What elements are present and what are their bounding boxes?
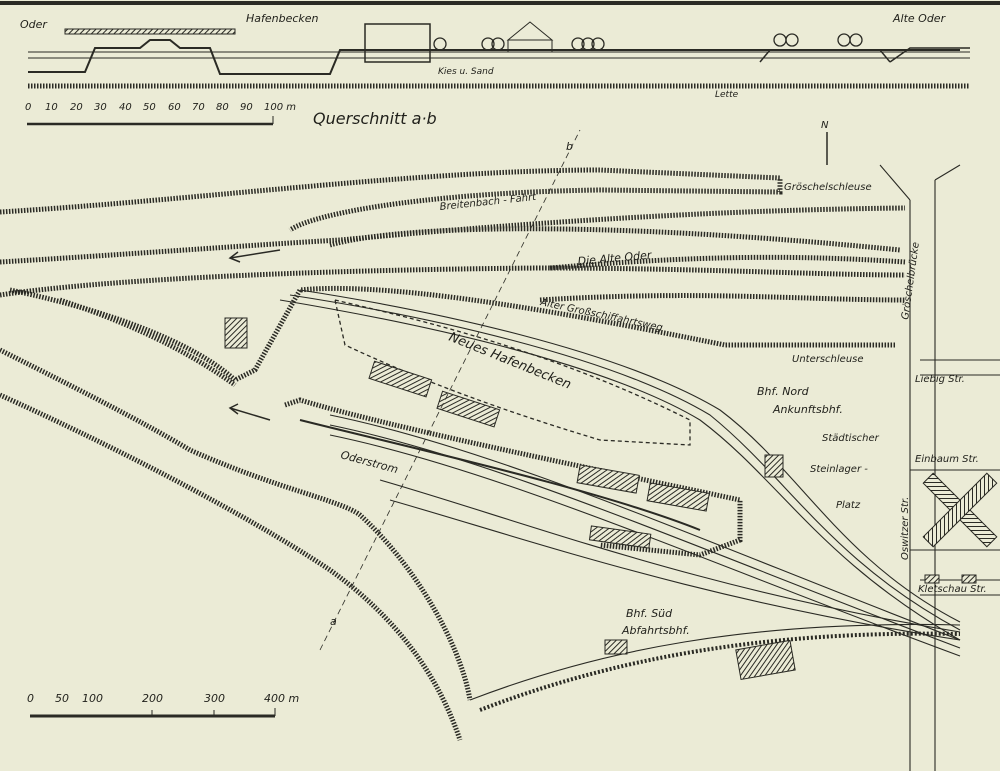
scale-tick: 0 (25, 102, 31, 113)
scale-tick: 0 (27, 692, 34, 705)
label-oderstrom: Oderstrom (339, 448, 399, 476)
label-unterschleuse: Unterschleuse (792, 354, 864, 365)
label-alte-oder: Alte Oder (892, 12, 947, 25)
scale-tick: 40 (119, 102, 132, 113)
scale-tick: 200 (142, 692, 163, 705)
label-bhf-sued: Bhf. Süd (626, 607, 673, 620)
label-alte-oder-river: Die Alte Oder (577, 248, 653, 268)
label-bhf-nord: Bhf. Nord (757, 385, 810, 398)
section-mark-b: b (566, 140, 573, 153)
north-arrow: N (821, 120, 829, 165)
map-scale: 0 50 100 200 300 400 m (27, 692, 299, 718)
scale-tick: 80 (216, 102, 229, 113)
section-line (319, 129, 581, 651)
scale-tick: 90 (240, 102, 253, 113)
label-oder: Oder (20, 18, 48, 31)
label-einbaum-str: Einbaum Str. (915, 454, 979, 465)
cross-section-title: Querschnitt a·b (313, 109, 437, 128)
scale-tick: 400 m (264, 692, 299, 705)
label-grossschiffahrtsweg: Alter Großschiffahrtsweg (538, 297, 663, 334)
label-kletschau-str: Kletschau Str. (918, 584, 987, 595)
scale-tick: 100 (82, 692, 103, 705)
scale-tick: 20 (70, 102, 83, 113)
label-liebig-str: Liebig Str. (915, 374, 965, 385)
label-groeschelbruecke: Gröschelbrücke (900, 241, 922, 320)
buildings (224, 317, 998, 681)
scale-tick: 50 (55, 692, 69, 705)
scale-tick: 70 (192, 102, 205, 113)
scale-tick: 60 (168, 102, 181, 113)
flow-arrows (228, 249, 281, 421)
label-oswitzer-str: Oswitzer Str. (900, 497, 911, 560)
label-staedtischer: Städtischer (822, 433, 880, 444)
label-kies-sand: Kies u. Sand (438, 67, 494, 77)
scale-tick: 50 (143, 102, 156, 113)
label-steinlager: Steinlager - (810, 464, 868, 475)
label-ankunftsbhf: Ankunftsbhf. (772, 403, 843, 416)
scale-tick: 30 (94, 102, 107, 113)
scale-tick: 10 (45, 102, 58, 113)
rail-tracks (279, 164, 1000, 771)
label-platz: Platz (836, 500, 861, 511)
cross-section: Oder Hafenbecken Kies u. Sand Lette Alte… (0, 1, 1000, 128)
label-groeschelschleuse: Gröschelschleuse (784, 182, 872, 193)
label-hafenbecken: Hafenbecken (246, 12, 319, 25)
scale-tick: 300 (204, 692, 225, 705)
label-lette: Lette (715, 90, 739, 100)
section-scale: 0 10 20 30 40 50 60 70 80 90 100 m (25, 102, 296, 126)
section-mark-a: a (330, 615, 337, 628)
scale-tick: 100 m (264, 102, 296, 113)
label-abfahrtsbhf: Abfahrtsbhf. (621, 624, 690, 637)
waterways (0, 167, 906, 741)
north-label: N (821, 120, 829, 131)
